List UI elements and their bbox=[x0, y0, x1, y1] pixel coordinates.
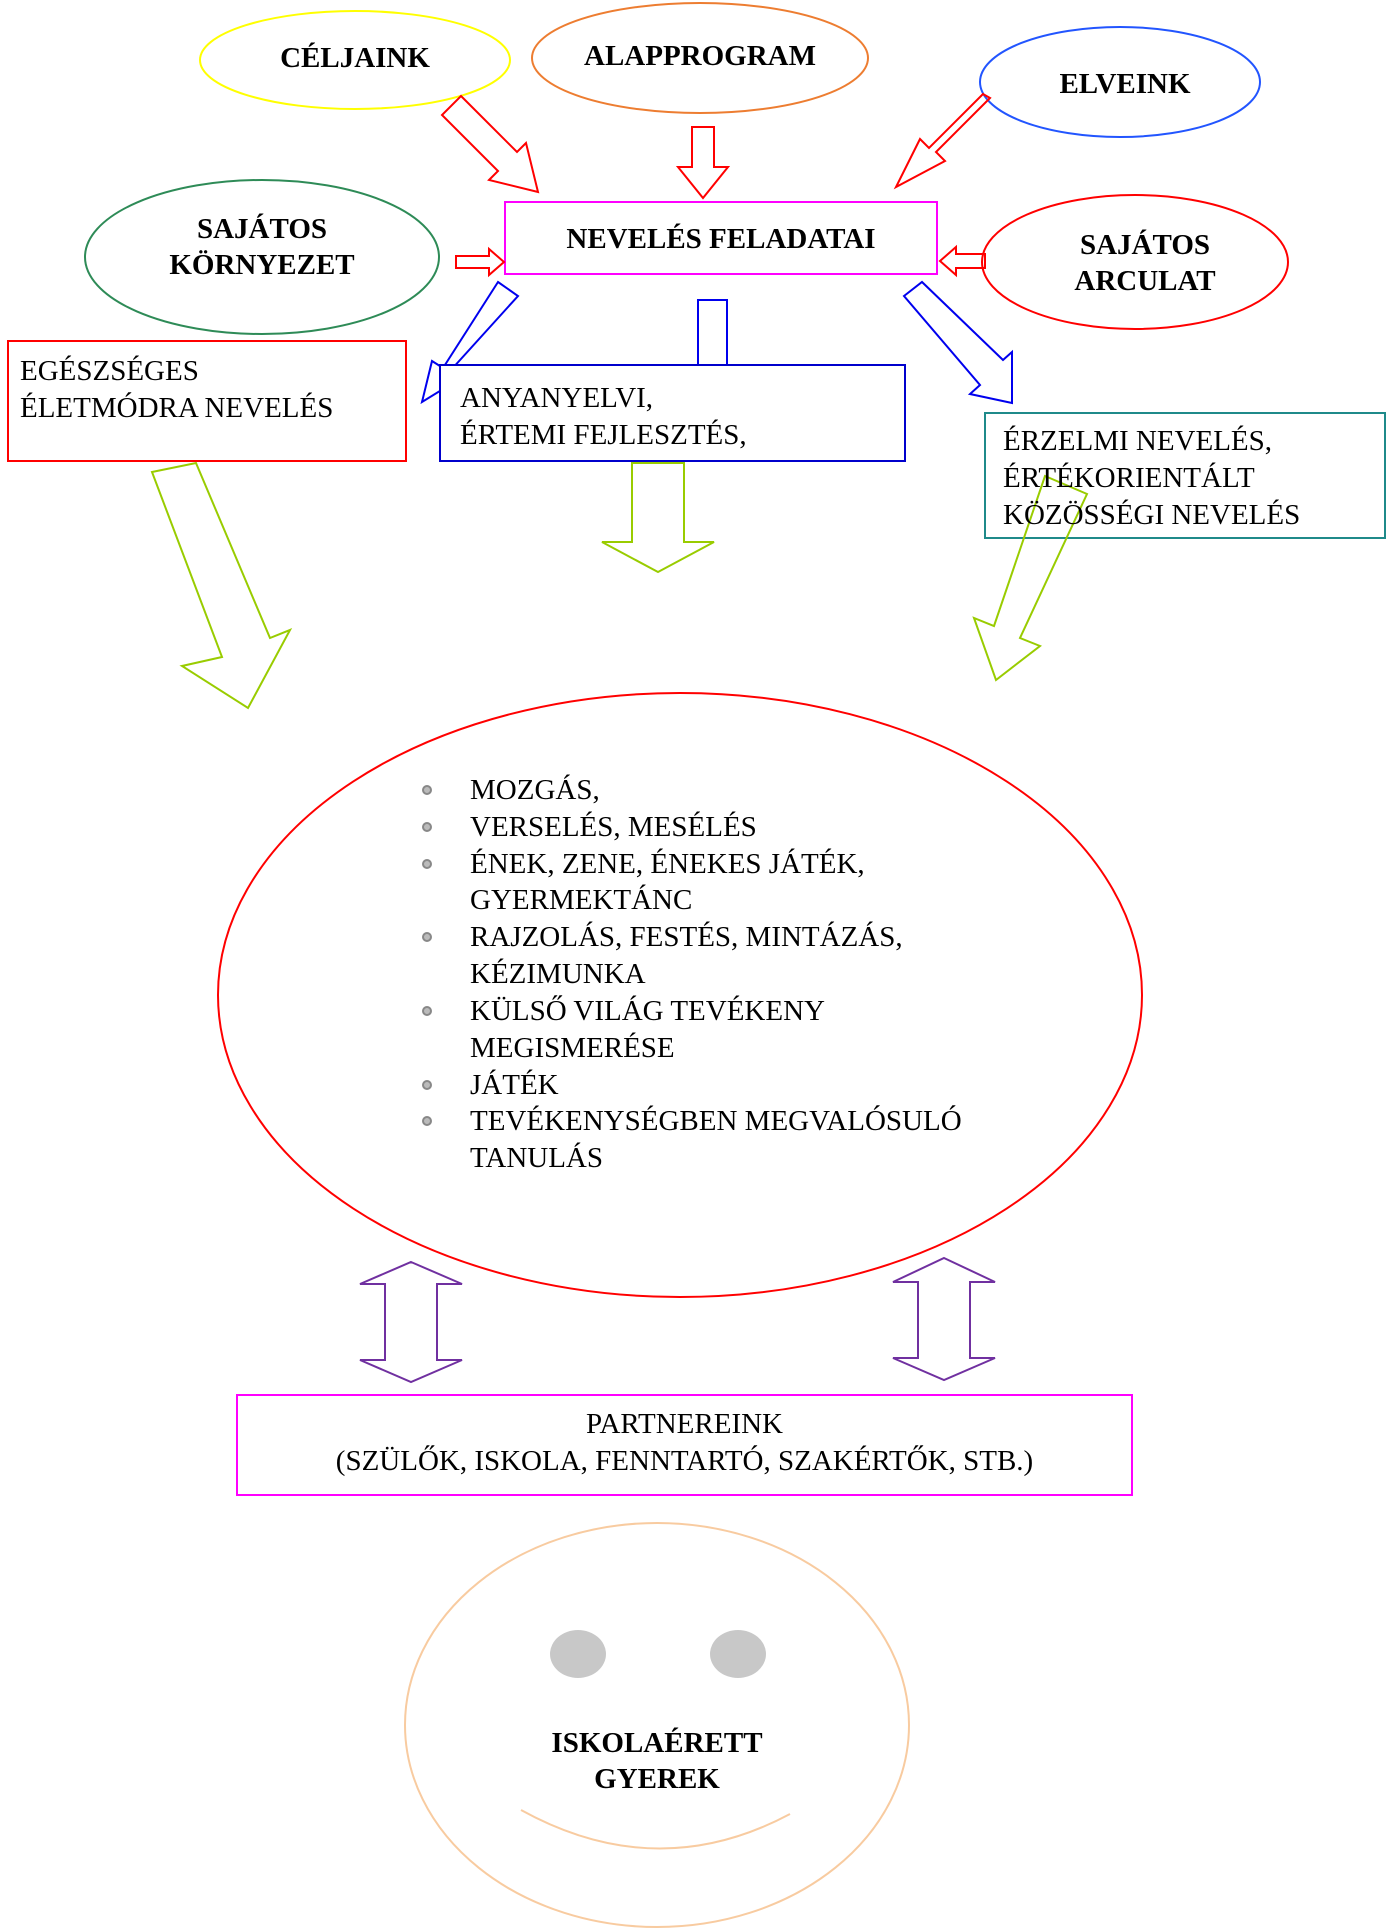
elveink-label: ELVEINK bbox=[1059, 68, 1191, 100]
arrow-sajatos-arculat bbox=[938, 244, 986, 278]
list-item: VERSELÉS, MESÉLÉS bbox=[420, 809, 980, 846]
celjaink-ellipse bbox=[199, 10, 511, 110]
arrow-to-erzelmi bbox=[902, 280, 1013, 405]
celjaink-label: CÉLJAINK bbox=[280, 42, 430, 74]
result-line-2: GYEREK bbox=[594, 1763, 720, 1796]
sajatos-arculat-label: SAJÁTOS ARCULAT bbox=[1035, 227, 1255, 300]
left-eye-icon bbox=[550, 1630, 606, 1678]
partners-box bbox=[236, 1394, 1133, 1496]
sajatos-arculat-ellipse bbox=[981, 194, 1289, 330]
neveles-feladatai-title: NEVELÉS FELADATAI bbox=[566, 223, 876, 255]
lime-arrow-center bbox=[601, 462, 715, 574]
erzelmi-box bbox=[984, 412, 1386, 539]
anyanyelvi-box bbox=[439, 364, 906, 462]
elveink-ellipse bbox=[979, 26, 1261, 138]
list-item: JÁTÉK bbox=[420, 1067, 980, 1104]
list-item: KÜLSŐ VILÁG TEVÉKENY MEGISMERÉSE bbox=[420, 993, 980, 1067]
sajatos-kornyezet-ellipse bbox=[84, 179, 440, 335]
anyanyelvi-line-2: ÉRTEMI FEJLESZTÉS, bbox=[460, 418, 747, 451]
partners-detail: (SZÜLŐK, ISKOLA, FENNTARTÓ, SZAKÉRTŐK, S… bbox=[335, 1444, 1034, 1477]
egeszseges-line-2: ÉLETMÓDRA NEVELÉS bbox=[20, 391, 334, 424]
list-item: RAJZOLÁS, FESTÉS, MINTÁZÁS, KÉZIMUNKA bbox=[420, 919, 980, 993]
sajatos-kornyezet-line-2: KÖRNYEZET bbox=[169, 249, 355, 282]
erzelmi-line-3: KÖZÖSSÉGI NEVELÉS bbox=[1003, 498, 1301, 531]
arrow-alapprogram bbox=[675, 126, 731, 200]
sajatos-kornyezet-line-1: SAJÁTOS bbox=[196, 213, 328, 245]
egeszseges-box bbox=[7, 340, 407, 462]
list-item: MOZGÁS, bbox=[420, 772, 980, 809]
sajatos-arculat-line-1: SAJÁTOS bbox=[1079, 229, 1211, 261]
erzelmi-line-2: ÉRTÉKORIENTÁLT bbox=[1003, 461, 1255, 494]
erzelmi-line-1: ÉRZELMI NEVELÉS, bbox=[1003, 425, 1273, 457]
partners-title: PARTNEREINK bbox=[586, 1408, 783, 1440]
right-eye-icon bbox=[710, 1630, 766, 1678]
double-arrow-right bbox=[892, 1256, 996, 1382]
anyanyelvi-text: ANYANYELVI, ÉRTEMI FEJLESZTÉS, bbox=[460, 380, 900, 454]
erzelmi-text: ÉRZELMI NEVELÉS, ÉRTÉKORIENTÁLT KÖZÖSSÉG… bbox=[1003, 423, 1383, 533]
sajatos-kornyezet-label: SAJÁTOS KÖRNYEZET bbox=[132, 211, 392, 284]
list-item: ÉNEK, ZENE, ÉNEKES JÁTÉK, GYERMEKTÁNC bbox=[420, 846, 980, 920]
anyanyelvi-line-1: ANYANYELVI, bbox=[460, 382, 654, 414]
activities-ellipse bbox=[217, 692, 1143, 1298]
alapprogram-label: ALAPPROGRAM bbox=[584, 40, 816, 72]
alapprogram-ellipse bbox=[531, 2, 869, 114]
result-line-1: ISKOLAÉRETT bbox=[551, 1727, 763, 1759]
lime-arrow-right bbox=[972, 474, 1089, 682]
neveles-feladatai-box bbox=[504, 201, 938, 275]
arrow-celjaink bbox=[440, 94, 540, 194]
double-arrow-left bbox=[359, 1260, 463, 1384]
arrow-sajatos-kornyezet bbox=[455, 246, 506, 278]
smile-mouth-icon bbox=[520, 1809, 791, 1850]
activities-list: MOZGÁS, VERSELÉS, MESÉLÉS ÉNEK, ZENE, ÉN… bbox=[420, 772, 980, 1177]
iskolaerett-gyerek-label: ISKOLAÉRETT GYEREK bbox=[507, 1725, 807, 1798]
egeszseges-line-1: EGÉSZSÉGES bbox=[20, 355, 199, 387]
lime-arrow-left bbox=[150, 461, 293, 710]
partners-text: PARTNEREINK (SZÜLŐK, ISKOLA, FENNTARTÓ, … bbox=[237, 1406, 1132, 1480]
arrow-elveink bbox=[893, 92, 992, 190]
egeszseges-text: EGÉSZSÉGES ÉLETMÓDRA NEVELÉS bbox=[20, 353, 400, 427]
smiley-face bbox=[404, 1522, 910, 1928]
sajatos-arculat-line-2: ARCULAT bbox=[1074, 265, 1216, 298]
list-item: TEVÉKENYSÉGBEN MEGVALÓSULÓ TANULÁS bbox=[420, 1103, 980, 1177]
